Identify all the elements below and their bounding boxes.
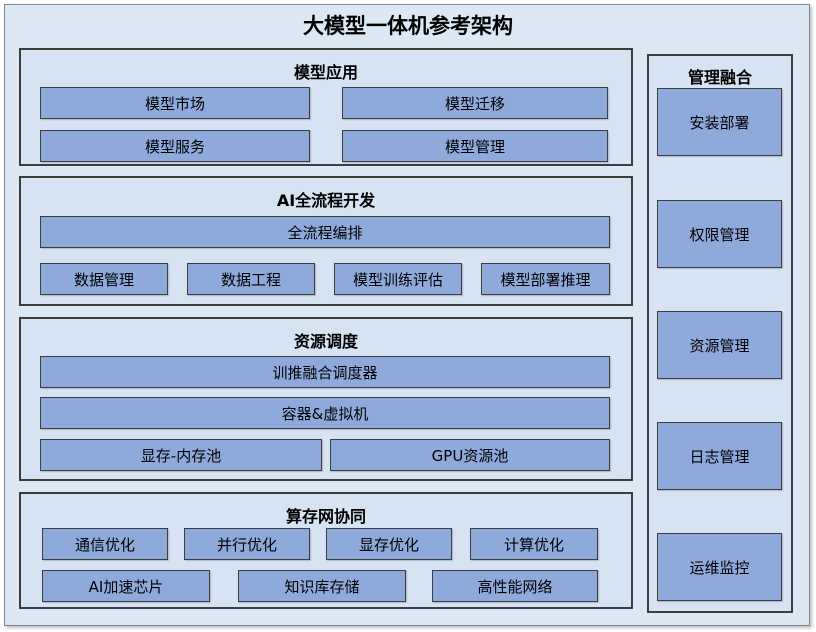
box-comm-opt: 通信优化 [42, 528, 168, 560]
box-gpu-pool: GPU资源池 [330, 439, 610, 471]
panel-title: 管理融合 [687, 68, 752, 87]
box-scheduler: 训推融合调度器 [40, 356, 610, 388]
box-kb-storage: 知识库存储 [238, 570, 406, 602]
box-ops-monitor: 运维监控 [657, 533, 782, 601]
box-hp-network: 高性能网络 [432, 570, 598, 602]
panel-title: AI全流程开发 [276, 191, 376, 210]
box-model-training: 模型训练评估 [334, 263, 462, 295]
box-model-market: 模型市场 [40, 87, 310, 119]
box-memory-pool: 显存-内存池 [40, 439, 322, 471]
panel-title: 算存网协同 [285, 507, 366, 526]
panel-title: 模型应用 [293, 63, 358, 82]
box-permission-mgmt: 权限管理 [657, 200, 782, 268]
box-log-mgmt: 日志管理 [657, 422, 782, 490]
box-model-service: 模型服务 [40, 130, 310, 162]
box-data-engineering: 数据工程 [187, 263, 315, 295]
box-model-management: 模型管理 [342, 130, 608, 162]
box-vram-opt: 显存优化 [326, 528, 452, 560]
box-resource-mgmt: 资源管理 [657, 311, 782, 379]
diagram-title: 大模型一体机参考架构 [303, 14, 513, 38]
box-install-deploy: 安装部署 [657, 88, 782, 156]
box-parallel-opt: 并行优化 [184, 528, 310, 560]
box-model-migration: 模型迁移 [342, 87, 608, 119]
box-container-vm: 容器&虚拟机 [40, 397, 610, 429]
box-ai-chip: AI加速芯片 [42, 570, 210, 602]
box-model-deployment: 模型部署推理 [481, 263, 610, 295]
box-compute-opt: 计算优化 [470, 528, 598, 560]
box-workflow-orchestration: 全流程编排 [40, 216, 610, 248]
panel-title: 资源调度 [293, 332, 358, 351]
box-data-management: 数据管理 [40, 263, 168, 295]
